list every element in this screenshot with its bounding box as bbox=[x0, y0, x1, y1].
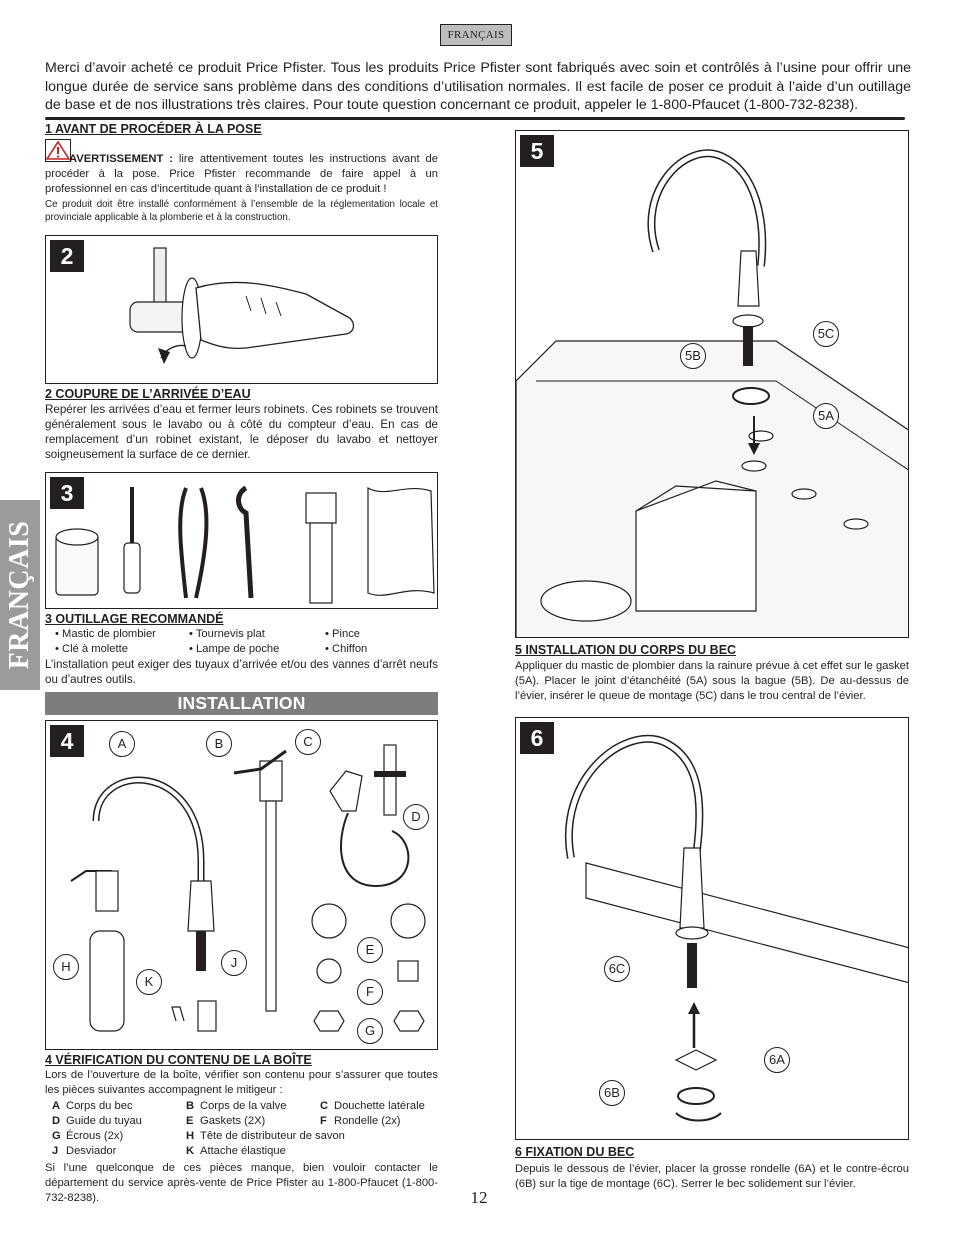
callout-5b: 5B bbox=[680, 343, 706, 369]
part-name: Desviador bbox=[66, 1145, 117, 1157]
header-rule bbox=[45, 117, 905, 120]
part-name: Corps de la valve bbox=[200, 1100, 287, 1112]
side-language-tab: FRANÇAIS bbox=[0, 500, 40, 690]
part-name: Attache élastique bbox=[200, 1145, 286, 1157]
spout-sink-illustration bbox=[516, 149, 908, 637]
part-name: Corps du bec bbox=[66, 1100, 133, 1112]
callout-h: H bbox=[53, 954, 79, 980]
installation-banner: INSTALLATION bbox=[45, 692, 438, 715]
callout-k: K bbox=[136, 969, 162, 995]
part-name: Tête de distributeur de savon bbox=[200, 1130, 345, 1142]
section5-title: 5 INSTALLATION DU CORPS DU BEC bbox=[515, 643, 737, 657]
callout-j: J bbox=[221, 950, 247, 976]
figure-2-shutoff-valve: 2 bbox=[45, 235, 438, 384]
language-tag: FRANÇAIS bbox=[440, 24, 512, 46]
callout-f: F bbox=[357, 979, 383, 1005]
tool-item: • Pince bbox=[325, 628, 361, 640]
part-key: H bbox=[186, 1130, 195, 1142]
section4-title: 4 VÉRIFICATION DU CONTENU DE LA BOÎTE bbox=[45, 1053, 312, 1067]
warning-label: AVERTISSEMENT : bbox=[69, 153, 173, 165]
valve-hand-illustration bbox=[129, 247, 355, 364]
part-key: B bbox=[186, 1100, 195, 1112]
intro-paragraph: Merci d’avoir acheté ce produit Price Pf… bbox=[45, 60, 911, 114]
warning-text: lire attentivement toutes les instructio… bbox=[45, 153, 438, 195]
warning-icon bbox=[45, 139, 71, 162]
callout-5c: 5C bbox=[813, 321, 839, 347]
tools-illustration bbox=[55, 485, 435, 604]
callout-a: A bbox=[109, 731, 135, 757]
tool-item: • Tournevis plat bbox=[189, 628, 265, 640]
figure-number: 5 bbox=[520, 135, 554, 167]
section5-text: Appliquer du mastic de plombier dans la … bbox=[515, 660, 909, 702]
callout-g: G bbox=[357, 1018, 383, 1044]
part-key: F bbox=[320, 1115, 327, 1127]
part-name: Gaskets (2X) bbox=[200, 1115, 266, 1127]
section3-note: L’installation peut exiger des tuyaux d’… bbox=[45, 658, 438, 686]
figure-3-tools: 3 bbox=[45, 472, 438, 609]
section4-footer: Si l’une quelconque de ces pièces manque… bbox=[45, 1162, 438, 1204]
part-key: J bbox=[52, 1145, 59, 1157]
part-key: D bbox=[52, 1115, 61, 1127]
part-key: A bbox=[52, 1100, 61, 1112]
figure-6-spout-fixation: 6 6C 6A 6B bbox=[515, 717, 909, 1140]
part-name: Douchette latérale bbox=[334, 1100, 425, 1112]
section6-title: 6 FIXATION DU BEC bbox=[515, 1145, 635, 1159]
section2-title: 2 COUPURE DE L’ARRIVÉE D’EAU bbox=[45, 387, 251, 401]
parts-illustration bbox=[70, 744, 426, 1032]
warning-paragraph: AVERTISSEMENT : lire attentivement toute… bbox=[45, 152, 438, 197]
section1-title: 1 AVANT DE PROCÉDER À LA POSE bbox=[45, 122, 262, 136]
part-name: Écrous (2x) bbox=[66, 1130, 124, 1142]
tool-item: • Clé à molette bbox=[55, 643, 128, 655]
side-tab-label: FRANÇAIS bbox=[4, 520, 35, 670]
part-key: C bbox=[320, 1100, 329, 1112]
part-name: Guide du tuyau bbox=[66, 1115, 142, 1127]
figure-number: 3 bbox=[50, 477, 84, 509]
tool-item: • Chiffon bbox=[325, 643, 368, 655]
section6-text: Depuis le dessous de l’évier, placer la … bbox=[515, 1163, 909, 1190]
spout-fixation-illustration bbox=[565, 734, 908, 1122]
section4-text: Lors de l’ouverture de la boîte, vérifie… bbox=[45, 1069, 438, 1096]
callout-b: B bbox=[206, 731, 232, 757]
figure-5-spout-body: 5 5B 5C 5A bbox=[515, 130, 909, 638]
tools-list: • Mastic de plombier • Tournevis plat • Pi… bbox=[55, 627, 438, 657]
parts-list: A Corps du bec B Corps de la valve C Douche… bbox=[52, 1099, 438, 1159]
section3-title: 3 OUTILLAGE RECOMMANDÉ bbox=[45, 612, 224, 626]
part-name: Rondelle (2x) bbox=[334, 1115, 401, 1127]
callout-c: C bbox=[295, 729, 321, 755]
figure-number: 4 bbox=[50, 725, 84, 757]
callout-6b: 6B bbox=[599, 1080, 625, 1106]
callout-6c: 6C bbox=[604, 956, 630, 982]
part-key: E bbox=[186, 1115, 194, 1127]
callout-e: E bbox=[357, 937, 383, 963]
callout-6a: 6A bbox=[764, 1047, 790, 1073]
page-number: 12 bbox=[470, 1188, 488, 1207]
section2-text: Repérer les arrivées d’eau et fermer leu… bbox=[45, 403, 438, 461]
callout-d: D bbox=[403, 804, 429, 830]
callout-5a: 5A bbox=[813, 403, 839, 429]
figure-number: 2 bbox=[50, 240, 84, 272]
tool-item: • Lampe de poche bbox=[189, 643, 280, 655]
part-key: K bbox=[186, 1145, 195, 1157]
tool-item: • Mastic de plombier bbox=[55, 628, 156, 640]
figure-number: 6 bbox=[520, 722, 554, 754]
regulation-note: Ce produit doit être installé conforméme… bbox=[45, 199, 438, 223]
part-key: G bbox=[52, 1130, 61, 1142]
figure-4-box-contents: 4 A B C D E F G H J K bbox=[45, 720, 438, 1050]
